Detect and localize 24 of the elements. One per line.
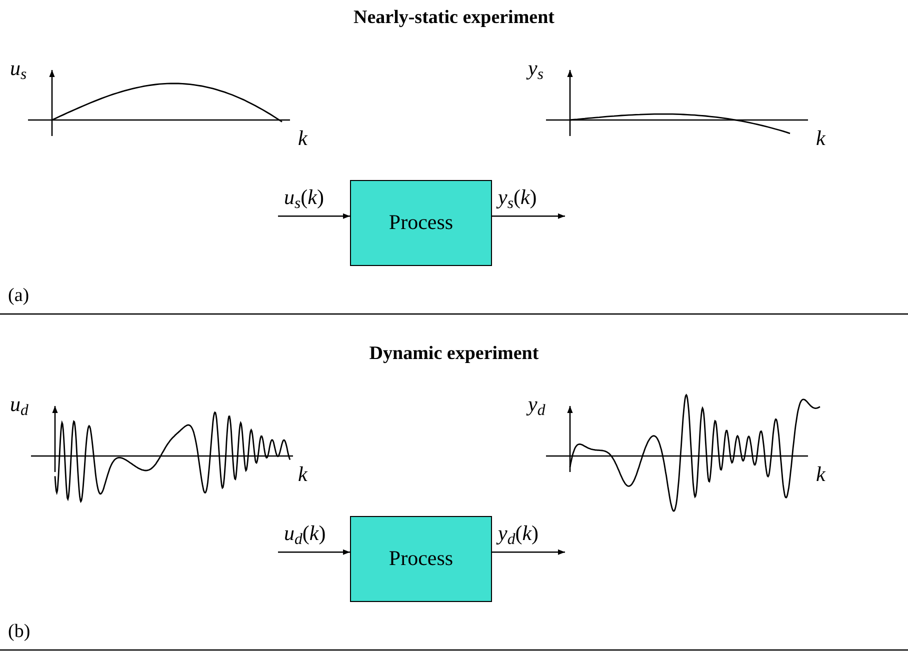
arrow bbox=[278, 213, 350, 219]
panel-label: (b) bbox=[8, 622, 30, 641]
edge-label: y$_{s}$(k) bbox=[498, 187, 537, 208]
edge-label: u$_{s}$(k) bbox=[284, 187, 324, 208]
axis-label: k bbox=[298, 128, 308, 149]
arrow bbox=[278, 549, 350, 555]
process-label: Process bbox=[388, 209, 454, 236]
axis-label: k bbox=[298, 464, 308, 485]
axis-label: y$_{d}$ bbox=[528, 394, 546, 415]
axis-label: k bbox=[816, 128, 826, 149]
process-label: Process bbox=[388, 545, 454, 572]
arrow bbox=[492, 549, 565, 555]
panel-title: Dynamic experiment bbox=[369, 344, 539, 363]
axis-label: u$_{d}$ bbox=[10, 394, 28, 415]
process-box bbox=[350, 180, 492, 266]
arrow bbox=[492, 213, 565, 219]
axis-label: u$_{s}$ bbox=[10, 58, 27, 79]
panel-label: (a) bbox=[8, 286, 30, 305]
panel-title: Nearly-static experiment bbox=[354, 8, 554, 27]
axis-label: y$_{s}$ bbox=[528, 58, 544, 79]
process-box bbox=[350, 516, 492, 602]
edge-label: y$_{d}$(k) bbox=[498, 523, 539, 544]
edge-label: u$_{d}$(k) bbox=[284, 523, 326, 544]
axis-label: k bbox=[816, 464, 826, 485]
